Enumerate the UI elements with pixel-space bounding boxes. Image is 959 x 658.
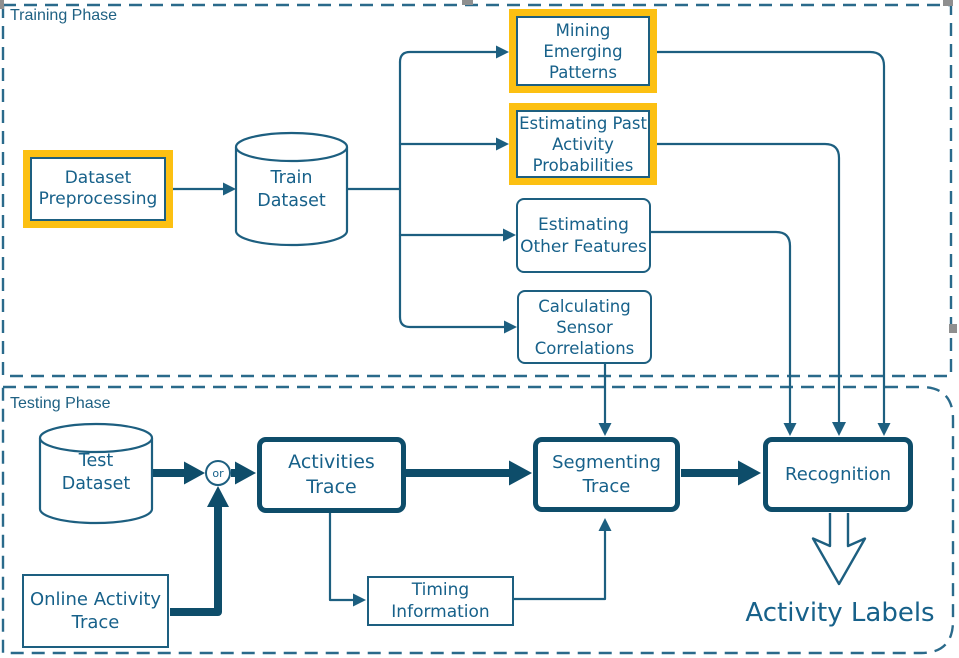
- node-estimating-other-features[interactable]: Estimating Other Features: [516, 198, 651, 273]
- test-dataset-cylinder-top: [38, 422, 154, 454]
- arrow-mining-to-recognition: [655, 50, 886, 425]
- node-label: Trace: [582, 475, 631, 497]
- arrow-junction-to-sensorcorr: [398, 315, 506, 329]
- node-label: Patterns: [549, 62, 617, 82]
- activity-labels-caption: Activity Labels: [745, 598, 935, 628]
- node-label: Train: [270, 168, 313, 188]
- arrow-timing-to-segmenting: [512, 529, 607, 601]
- node-train-dataset-label[interactable]: Train Dataset: [236, 155, 347, 225]
- thick-connectors: [152, 469, 738, 616]
- arrow-online-to-or: [170, 507, 222, 616]
- node-label: Mining: [555, 20, 611, 40]
- node-label: Preprocessing: [38, 189, 158, 209]
- node-label: Trace: [306, 476, 357, 498]
- node-label: Sensor: [556, 317, 613, 337]
- node-label: Timing: [411, 580, 470, 600]
- test-dataset-cylinder-body: [38, 438, 154, 525]
- training-phase-frame[interactable]: [1, 3, 953, 378]
- node-dataset-preprocessing[interactable]: Dataset Preprocessing: [23, 150, 173, 228]
- node-label: Dataset: [64, 168, 132, 188]
- node-label: Estimating: [538, 214, 629, 235]
- node-label: Trace: [71, 612, 120, 633]
- node-label: Test: [78, 451, 114, 471]
- node-calculating-sensor-correlations[interactable]: Calculating Sensor Correlations: [517, 290, 652, 364]
- arrow-pastprob-to-recognition: [655, 142, 841, 425]
- node-label: Other Features: [520, 236, 647, 257]
- node-label: Recognition: [785, 464, 891, 485]
- arrow-otherfeat-to-recognition: [649, 230, 792, 425]
- or-label: or: [212, 466, 224, 480]
- node-label: Activity: [552, 134, 614, 154]
- node-mining-face: Mining Emerging Patterns: [516, 16, 650, 86]
- testing-phase-label: Testing Phase: [10, 395, 111, 412]
- arrow-junction-to-mining: [398, 50, 498, 64]
- node-online-activity-trace[interactable]: Online Activity Trace: [22, 574, 169, 648]
- node-label: Segmenting: [552, 451, 661, 473]
- activity-labels-output-arrow: [811, 513, 867, 586]
- node-label: Online Activity: [29, 589, 162, 610]
- node-or-connector[interactable]: or: [205, 460, 231, 486]
- train-dataset-cylinder-top: [234, 131, 349, 163]
- node-label: Emerging: [543, 41, 623, 61]
- selection-handle-top-center[interactable]: [462, 0, 473, 5]
- node-label: Estimating Past: [519, 113, 647, 133]
- node-recognition[interactable]: Recognition: [763, 437, 913, 512]
- selection-handle-top-right[interactable]: [943, 0, 953, 6]
- node-label: Correlations: [534, 338, 635, 358]
- node-label: Probabilities: [532, 155, 634, 175]
- thin-connectors: [171, 50, 886, 602]
- cylinder-shapes[interactable]: [38, 131, 349, 525]
- node-activities-trace[interactable]: Activities Trace: [257, 437, 406, 513]
- training-phase-label: Training Phase: [10, 7, 118, 24]
- selection-handle-right-middle[interactable]: [949, 324, 957, 333]
- node-label: Calculating: [538, 296, 631, 316]
- thick-arrowheads: [184, 460, 761, 507]
- arrow-activities-to-timing: [328, 511, 355, 602]
- train-dataset-cylinder-body: [234, 147, 349, 247]
- node-segmenting-trace[interactable]: Segmenting Trace: [533, 437, 680, 512]
- testing-phase-frame[interactable]: [1, 385, 955, 655]
- node-label: Dataset: [257, 191, 326, 211]
- thin-arrowheads: [223, 45, 891, 607]
- node-label: Dataset: [61, 474, 131, 494]
- node-label: Information: [391, 602, 490, 622]
- node-past-prob-face: Estimating Past Activity Probabilities: [516, 110, 650, 178]
- node-mining-emerging-patterns[interactable]: Mining Emerging Patterns: [509, 9, 657, 93]
- node-test-dataset-label[interactable]: Test Dataset: [40, 442, 152, 504]
- node-label: Activities: [288, 451, 375, 473]
- node-timing-information[interactable]: Timing Information: [367, 576, 514, 626]
- selection-handle-top-left[interactable]: [0, 0, 4, 9]
- node-estimating-past-activity-probabilities[interactable]: Estimating Past Activity Probabilities: [509, 103, 657, 185]
- node-dataset-preprocessing-face: Dataset Preprocessing: [30, 157, 166, 221]
